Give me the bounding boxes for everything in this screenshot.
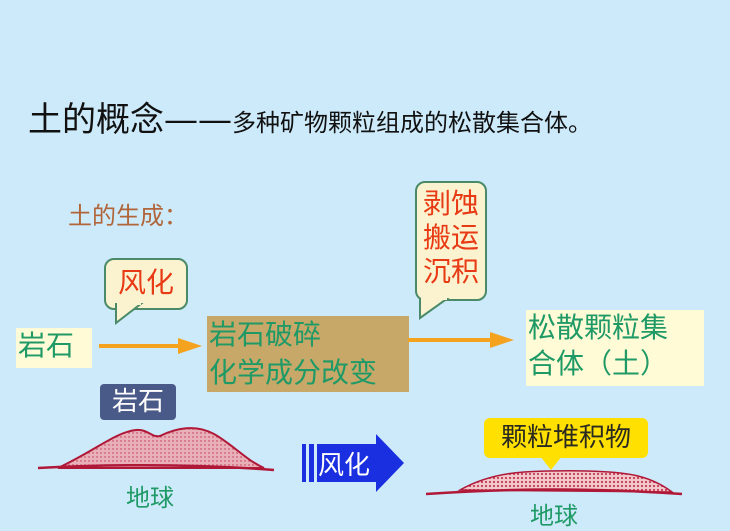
arrow-2-head: [490, 332, 514, 348]
earth-label-right: 地球: [530, 502, 578, 530]
section-subtitle: 土的生成：: [68, 202, 188, 230]
erosion-callout-line-3: 沉积: [422, 255, 479, 288]
broken-rock-line-2: 化学成分改变: [209, 356, 378, 389]
arrow-2-shaft: [408, 338, 492, 342]
page-title: 土的概念——多种矿物颗粒组成的松散集合体。: [28, 92, 592, 141]
rock-node-text: 岩石: [18, 329, 75, 362]
rock-label: 岩石: [100, 384, 176, 420]
particle-label-pointer: [540, 456, 562, 470]
arrow-1-shaft: [99, 344, 179, 348]
erosion-callout-line-2: 搬运: [422, 221, 479, 254]
erosion-callout: 剥蚀 搬运 沉积: [415, 181, 487, 301]
title-main: 土的概念: [28, 100, 164, 140]
soil-result-node: 松散颗粒集 合体（土）: [526, 310, 704, 386]
soil-result-line-2: 合体（土）: [528, 347, 669, 380]
broken-rock-line-1: 岩石破碎: [209, 318, 322, 351]
rock-node: 岩石: [16, 328, 92, 368]
arrow-1-head: [178, 338, 202, 354]
soil-result-line-1: 松散颗粒集: [528, 311, 669, 344]
particle-deposit-label: 颗粒堆积物: [484, 418, 648, 458]
weathering-arrow-label: 风化: [318, 451, 371, 481]
earth-label-left: 地球: [126, 484, 174, 512]
title-dash: ——: [164, 100, 232, 140]
weathering-callout-text: 风化: [117, 266, 174, 299]
weathering-callout-tail: [115, 303, 144, 325]
erosion-callout-tail: [419, 298, 450, 320]
particle-deposit-illustration: [425, 470, 683, 496]
weathering-arrow: [302, 434, 404, 492]
erosion-callout-line-1: 剥蚀: [422, 187, 479, 220]
weathering-callout: 风化: [104, 258, 188, 310]
rock-mound-illustration: [37, 427, 275, 472]
broken-rock-node: 岩石破碎 化学成分改变: [207, 316, 409, 392]
title-definition: 多种矿物颗粒组成的松散集合体。: [232, 109, 592, 137]
